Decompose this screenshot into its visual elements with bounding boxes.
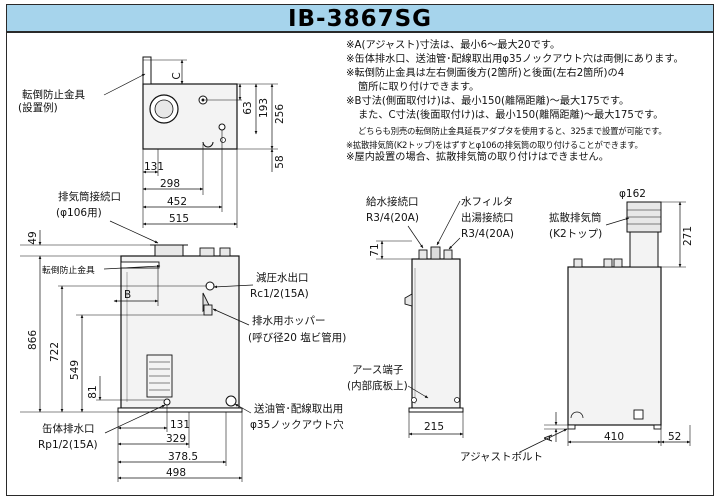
note-3-cont: 箇所に取り付けできます。 xyxy=(358,82,480,93)
dim-329: 329 xyxy=(166,433,186,445)
tip-bracket-sublabel: (設置例) xyxy=(18,101,58,114)
hopper-label: 排水用ホッパー xyxy=(252,314,326,327)
dim-52: 52 xyxy=(668,431,681,443)
pipe-knockout-label: 送油管･配線取出用 xyxy=(254,402,343,415)
title-bar: IB-3867SG xyxy=(6,4,714,32)
top-view-bracket xyxy=(142,56,152,85)
tip-bracket-front-label: 転倒防止金具 xyxy=(42,264,95,276)
side-view: 給水接続口 R3/4(20A) 水フィルタ 出湯接続口 R3/4(20A) アー… xyxy=(347,195,514,438)
note-3: ※転倒防止金具は左右側面後方(2箇所)と後面(左右2箇所)の4 xyxy=(346,68,625,79)
dim-215: 215 xyxy=(424,421,444,433)
dim-722: 722 xyxy=(49,342,61,362)
water-filter-label: 水フィルタ xyxy=(461,196,513,208)
tip-bracket-label: 転倒防止金具 xyxy=(22,88,85,101)
dim-452: 452 xyxy=(167,196,187,208)
dim-58: 58 xyxy=(274,155,286,168)
hot-outlet-size: R3/4(20A) xyxy=(461,228,514,240)
flue-cap xyxy=(154,244,184,257)
tank-drain-size: Rp1/2(15A) xyxy=(38,439,98,451)
pipe-knockout-size: φ35ノックアウト穴 xyxy=(250,418,344,431)
dim-378-5: 378.5 xyxy=(168,451,198,463)
dim-81: 81 xyxy=(87,385,99,398)
top-view: C 転倒防止金具 (設置例) 63 193 256 58 131 xyxy=(18,56,286,228)
note-2: ※缶体排水口、送油管･配線取出用φ35ノックアウト穴は両側にあります。 xyxy=(346,54,684,65)
note-1: ※A(アジャスト)寸法は、最小6〜最大20です。 xyxy=(346,40,561,51)
front-view: 排気筒接続口 (φ106用) 転倒防止金具 減圧水出口 Rc1/2(15A) 排… xyxy=(20,190,346,482)
note-4: ※B寸法(側面取付け)は、最小150(離隔距離)〜最大175です。 xyxy=(346,96,630,107)
relief-outlet-label: 減圧水出口 xyxy=(256,271,309,284)
water-supply-label: 給水接続口 xyxy=(366,195,419,208)
ground-terminal-label: アース端子 xyxy=(352,363,403,376)
dim-63: 63 xyxy=(242,101,254,114)
water-supply-size: R3/4(20A) xyxy=(366,212,419,224)
dim-49: 49 xyxy=(27,231,39,244)
side-view-body xyxy=(411,258,461,409)
note-4-cont: また、C寸法(後面取付け)は、最小150(離隔距離)〜最大175です。 xyxy=(358,110,664,121)
ground-terminal-sublabel: (内部底板上) xyxy=(347,379,408,392)
dim-515: 515 xyxy=(169,213,189,225)
rear-view: φ162 拡散排気筒 (K2トップ) アジャストボルト 271 A 410 xyxy=(460,188,694,463)
hot-outlet-label: 出湯接続口 xyxy=(461,211,514,224)
dim-498: 498 xyxy=(166,467,186,479)
vent-grille xyxy=(146,354,173,398)
tank-drain-label: 缶体排水口 xyxy=(42,422,95,435)
diffuser-sublabel: (K2トップ) xyxy=(549,228,602,240)
note-6: ※屋内設置の場合、拡散排気筒の取り付けはできません。 xyxy=(346,152,609,163)
dim-410: 410 xyxy=(604,431,624,443)
diffuser-label: 拡散排気筒 xyxy=(549,211,602,224)
hopper-sublabel: (呼び径20 塩ビ管用) xyxy=(248,331,346,344)
relief-outlet-size: Rc1/2(15A) xyxy=(250,288,309,300)
note-5: ※拡散排気筒(K2トップ)をはずすとφ106の排気筒の取り付けることができます。 xyxy=(346,140,643,150)
front-view-body xyxy=(120,255,240,409)
dim-298: 298 xyxy=(160,178,180,190)
dim-193: 193 xyxy=(258,98,270,118)
dim-866: 866 xyxy=(27,330,39,350)
rear-view-body xyxy=(567,266,662,426)
dim-131-front: 131 xyxy=(170,419,190,431)
exhaust-label: 排気筒接続口 xyxy=(58,190,121,203)
dim-256: 256 xyxy=(274,104,286,124)
model-title: IB-3867SG xyxy=(287,6,433,32)
dia-162: φ162 xyxy=(619,188,646,200)
dim-271: 271 xyxy=(682,226,694,246)
dim-549: 549 xyxy=(69,360,81,380)
adjust-bolt-label: アジャストボルト xyxy=(460,451,543,463)
dim-b: B xyxy=(124,289,131,301)
dim-c: C xyxy=(171,72,183,79)
note-4-extra: どちらも別売の転倒防止金具延長アダプタを使用すると、325まで設置が可能です。 xyxy=(358,126,667,136)
dim-a: A xyxy=(543,434,555,442)
dim-71: 71 xyxy=(369,243,381,256)
exhaust-sublabel: (φ106用) xyxy=(56,207,102,219)
dim-131-top: 131 xyxy=(144,161,164,173)
